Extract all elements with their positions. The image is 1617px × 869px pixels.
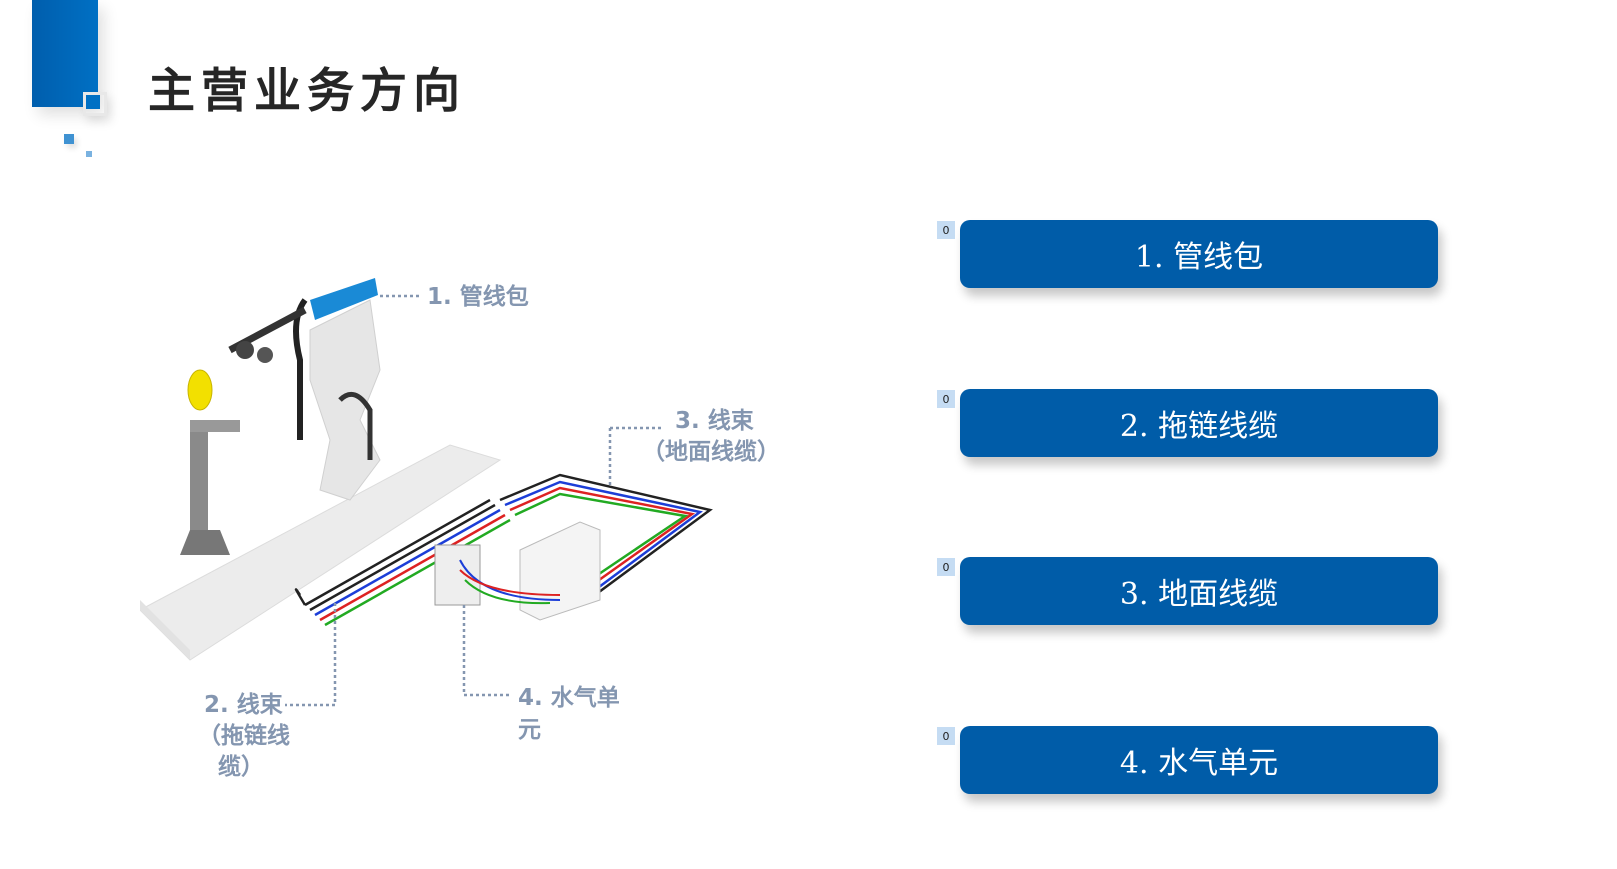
- decorative-square: [64, 134, 74, 144]
- label-harness-ground-2: （地面线缆）: [642, 439, 780, 465]
- label-harness-drag-2: （拖链线: [198, 723, 290, 749]
- decorative-bar: [32, 0, 98, 107]
- pipeline-package-button[interactable]: 1. 管线包: [960, 220, 1438, 288]
- label-pipeline-package: 1. 管线包: [427, 284, 529, 310]
- label-harness-ground-1: 3. 线束: [675, 408, 754, 434]
- badge: 0: [937, 727, 955, 745]
- badge: 0: [937, 221, 955, 239]
- badge: 0: [937, 390, 955, 408]
- label-harness-drag-1: 2. 线束: [204, 692, 283, 718]
- drag-chain-cable-button[interactable]: 2. 拖链线缆: [960, 389, 1438, 457]
- label-harness-drag-3: 缆）: [218, 754, 264, 780]
- robot-system-diagram: 1. 管线包 3. 线束 （地面线缆） 2. 线束 （拖链线 缆） 4. 水气单…: [139, 260, 800, 800]
- badge: 0: [937, 558, 955, 576]
- decorative-square: [86, 151, 92, 157]
- label-water-gas-1: 4. 水气单: [518, 685, 620, 711]
- ground-cable-button[interactable]: 3. 地面线缆: [960, 557, 1438, 625]
- page-title: 主营业务方向: [148, 64, 466, 119]
- label-water-gas-2: 元: [518, 717, 541, 743]
- decorative-square: [83, 92, 107, 116]
- water-gas-unit-button[interactable]: 4. 水气单元: [960, 726, 1438, 794]
- robot-illustration: [139, 278, 713, 707]
